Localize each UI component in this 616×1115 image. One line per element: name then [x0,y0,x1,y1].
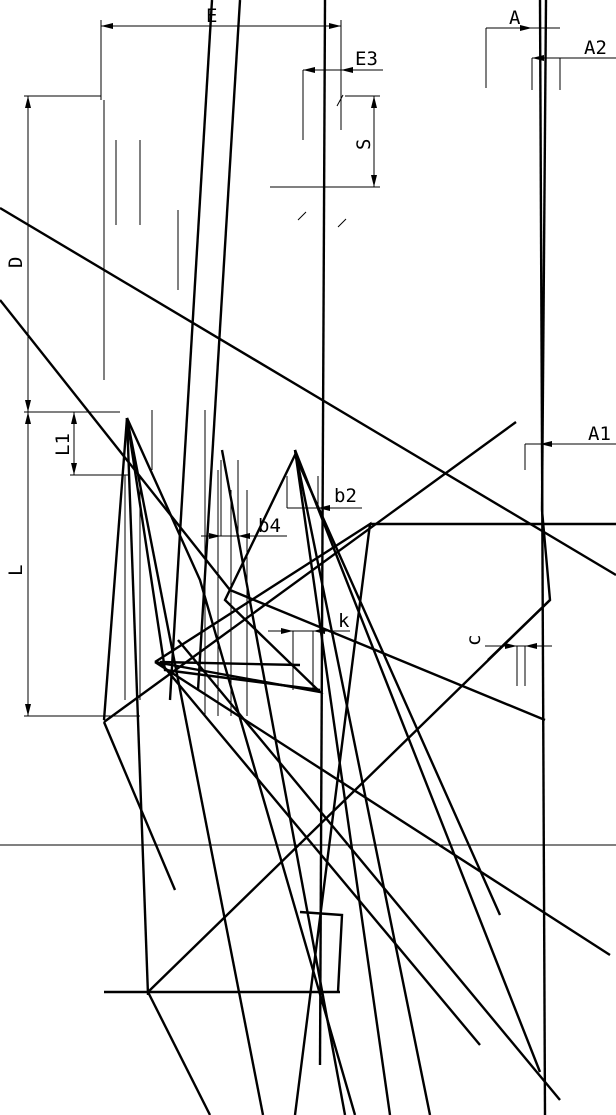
label-S: S [353,139,375,150]
label-A2: A2 [584,37,607,59]
label-D: D [5,257,27,268]
label-E: E [206,5,217,27]
label-b4: b4 [258,515,281,537]
label-c: c [463,635,485,646]
label-b2: b2 [334,485,357,507]
label-A: A [509,7,521,29]
label-L1: L1 [52,433,74,456]
label-A1: A1 [588,423,611,445]
label-k: k [338,610,350,632]
label-L: L [5,565,27,576]
dimension-arrowheads [25,23,552,716]
label-E3: E3 [355,48,378,70]
dimension-labels: E E3 A A2 A1 b2 b4 k D S L1 L c [5,5,611,646]
dimension-lines [0,20,616,846]
